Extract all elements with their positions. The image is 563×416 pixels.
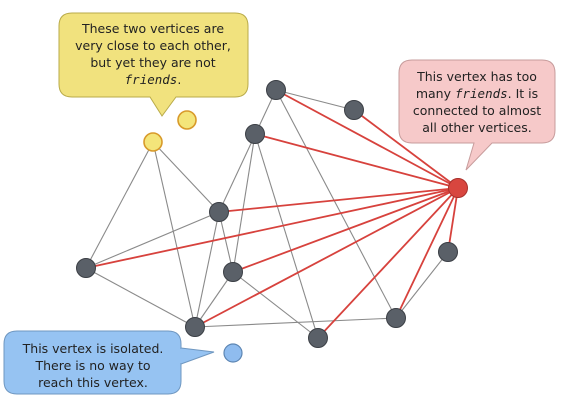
vertex: [266, 80, 286, 100]
vertex: [308, 328, 328, 348]
edge: [194, 271, 234, 328]
vertex-popular-red: [448, 178, 468, 198]
callout-line: many friends. It is: [402, 85, 552, 102]
callout-line: These two vertices are: [81, 21, 225, 36]
edge: [194, 211, 220, 328]
callout-line: reach this vertex.: [38, 375, 148, 390]
edge: [152, 141, 220, 213]
vertex-close-yellow: [143, 132, 163, 152]
edge: [194, 317, 397, 328]
edge-highlight: [254, 133, 459, 189]
callout-red-bubble: [398, 59, 556, 171]
callout-line: all other vertices.: [422, 120, 532, 135]
edge: [232, 271, 319, 339]
callout-yellow-bubble: [58, 12, 249, 117]
callout-line: connected to almost: [412, 103, 542, 118]
callout-line: but yet they are not: [90, 55, 216, 70]
vertex: [185, 317, 205, 337]
vertex-close-yellow: [177, 110, 197, 130]
edge: [85, 141, 154, 269]
edge: [218, 211, 234, 273]
edge-highlight: [218, 187, 459, 213]
callout-line: There is no way to: [35, 358, 151, 373]
edge: [85, 211, 220, 269]
vertex: [209, 202, 229, 222]
edge: [85, 267, 196, 328]
edge-highlight: [353, 109, 459, 189]
edge: [254, 133, 319, 339]
normal-edges: [85, 89, 449, 339]
callout-line: This vertex has too: [417, 69, 537, 84]
vertex-isolated-blue: [223, 343, 243, 363]
vertex: [344, 100, 364, 120]
callout-line: friends.: [64, 71, 242, 88]
vertex: [386, 308, 406, 328]
callout-emphasis: friends: [124, 72, 178, 87]
callout-emphasis: friends: [454, 86, 508, 101]
vertex: [223, 262, 243, 282]
edge-highlight: [317, 187, 459, 339]
edge-highlight: [232, 187, 459, 273]
callout-line: very close to each other,: [75, 38, 231, 53]
callout-text-post: . It is: [507, 86, 539, 101]
edge: [218, 89, 277, 213]
callout-isolated-vertex-text: This vertex is isolated. There is no way…: [9, 340, 177, 391]
callout-close-vertices-text: These two vertices are very close to eac…: [64, 20, 242, 88]
vertex: [76, 258, 96, 278]
highlighted-edges: [85, 89, 459, 339]
edge: [275, 89, 397, 319]
edge: [152, 141, 196, 328]
edge-highlight: [85, 187, 459, 269]
edge-highlight: [395, 187, 459, 319]
callout-popular-vertex-text: This vertex has too many friends. It is …: [402, 68, 552, 136]
callout-blue-bubble: [3, 330, 182, 395]
edge: [395, 251, 449, 319]
vertex: [438, 242, 458, 262]
callout-blue-tail: [180, 347, 215, 365]
callout-text-pre: many: [415, 86, 455, 101]
edge-highlight: [194, 187, 459, 328]
edge: [232, 133, 256, 273]
vertex: [245, 124, 265, 144]
callout-text-end: .: [177, 72, 182, 87]
edge-highlight: [447, 187, 459, 253]
vertices: [76, 80, 458, 348]
edge-highlight: [275, 89, 459, 189]
edge: [275, 89, 355, 111]
callout-line: This vertex is isolated.: [22, 341, 164, 356]
